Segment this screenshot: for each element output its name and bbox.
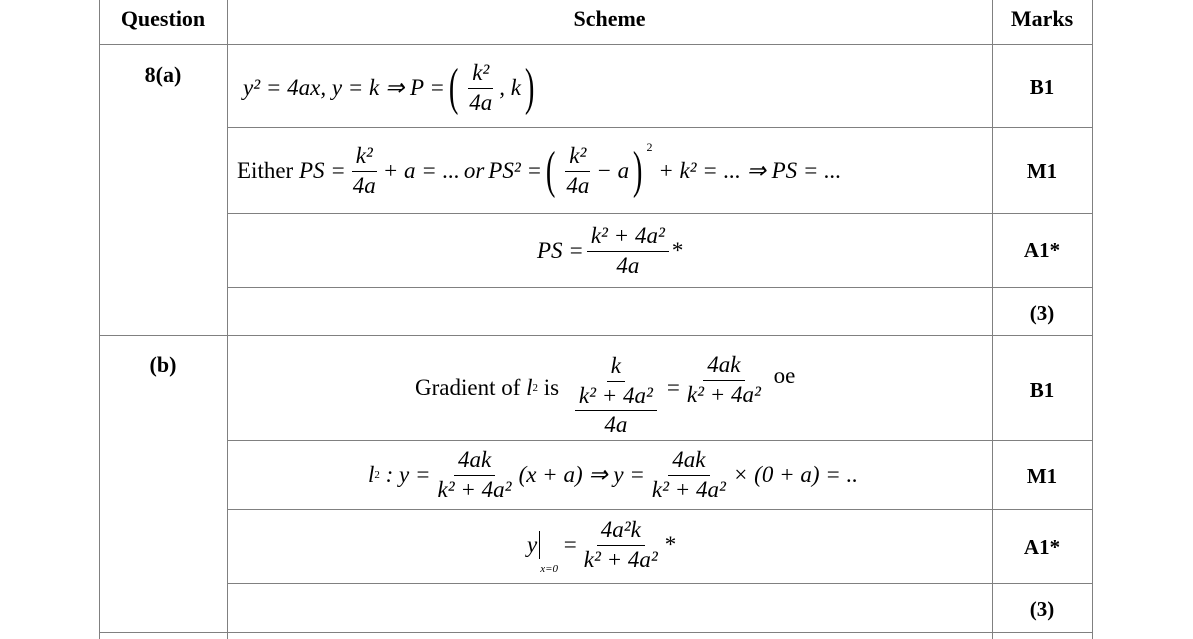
formula-text: PS =: [537, 238, 584, 263]
formula-text: =: [666, 375, 680, 400]
denominator: k² + 4a²: [651, 476, 726, 502]
numerator: k: [606, 353, 625, 382]
grid-line: [99, 44, 1093, 45]
formula-text: Either: [237, 158, 294, 183]
formula-text: PS² =: [488, 158, 542, 183]
formula-text: (x + a) ⇒ y =: [518, 462, 645, 487]
formula-text: − a: [596, 158, 630, 183]
numerator: k² + 4a²: [574, 383, 657, 412]
denominator: 4a: [566, 172, 590, 198]
mark: A1*: [1023, 535, 1061, 559]
paren: ): [524, 59, 535, 116]
formula-text: oe: [773, 363, 796, 388]
formula-text: + k² = ... ⇒ PS = ...: [658, 158, 842, 183]
formula-text: =: [563, 532, 577, 557]
numerator: k²: [565, 143, 591, 172]
grid-line: [1092, 0, 1093, 639]
formula-text: *: [671, 238, 684, 263]
grid-line: [227, 213, 1093, 214]
mark: B1: [1029, 75, 1055, 99]
mark: A1*: [1023, 238, 1061, 262]
numerator: k²: [468, 60, 494, 89]
numerator: 4a²k: [596, 517, 645, 546]
formula-text: : y =: [385, 462, 431, 487]
formula-text: Gradient of: [415, 375, 521, 400]
question-label: 8(a): [144, 62, 182, 87]
formula-text: y: [527, 532, 538, 557]
grid-line: [992, 0, 993, 639]
grid-line: [227, 583, 1093, 584]
paren: ): [633, 142, 643, 199]
header-question: Question: [120, 6, 206, 31]
header-marks: Marks: [1010, 6, 1074, 31]
denominator: 4a: [604, 412, 628, 438]
formula-text: + a = ...: [382, 158, 460, 183]
grid-line: [227, 509, 1093, 510]
formula-text: y² = 4ax, y = k ⇒ P =: [243, 75, 445, 100]
mark: B1: [1029, 378, 1055, 402]
numerator: 4ak: [668, 447, 710, 476]
numerator: 4ak: [453, 447, 496, 476]
grid-line: [227, 0, 228, 639]
denominator: 4a: [469, 89, 493, 115]
grid-line: [227, 287, 1093, 288]
denominator: k² + 4a²: [686, 381, 761, 407]
header-scheme: Scheme: [573, 6, 646, 31]
formula-text: l: [368, 462, 375, 487]
formula-text: × (0 + a) = ..: [732, 462, 859, 487]
mark: (3): [1029, 301, 1055, 325]
subscript: 2: [532, 382, 539, 394]
formula-text: or: [463, 158, 485, 183]
mark: M1: [1026, 159, 1058, 183]
mark: (3): [1029, 597, 1055, 621]
denominator: 4a: [616, 252, 640, 278]
grid-line: [227, 127, 1093, 128]
formula-text: *: [664, 532, 677, 557]
denominator: k² + 4a²: [583, 546, 658, 572]
denominator: k² + 4a²: [437, 476, 512, 502]
paren: (: [448, 59, 459, 116]
numerator: k² + 4a²: [586, 223, 669, 252]
denominator: 4a: [352, 172, 376, 198]
subscript: 2: [374, 469, 380, 481]
mark: M1: [1026, 464, 1058, 488]
numerator: 4ak: [703, 352, 745, 381]
subscript: x=0: [540, 563, 559, 575]
grid-line: [227, 440, 1093, 441]
numerator: k²: [351, 143, 377, 172]
paren: (: [545, 142, 556, 199]
formula-text: is: [543, 375, 560, 400]
grid-line: [99, 0, 100, 639]
exponent: 2: [646, 140, 653, 154]
formula-text: PS =: [298, 158, 346, 183]
grid-line: [99, 632, 1093, 633]
formula-text: , k: [499, 75, 521, 100]
formula-text: l: [526, 375, 533, 400]
grid-line: [99, 335, 1093, 336]
question-label: (b): [149, 352, 177, 377]
